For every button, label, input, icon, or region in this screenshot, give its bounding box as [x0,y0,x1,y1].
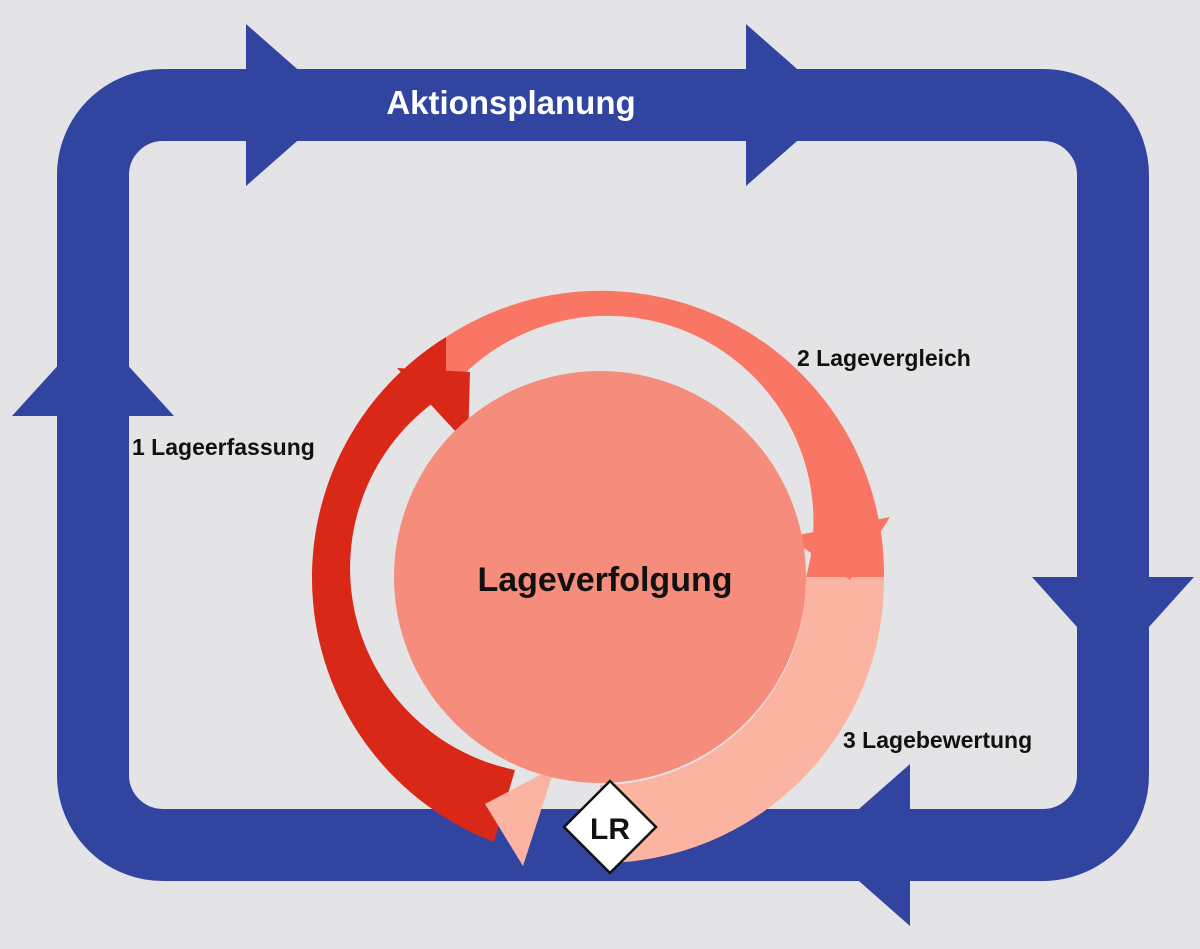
outer-loop-title: Aktionsplanung [386,84,635,121]
center-disc [394,371,806,783]
top-right-arrowhead [746,24,838,186]
inner-situation-tracking-cycle: Lageverfolgung LR [311,290,890,875]
arrowhead-lagebewertung [485,767,555,866]
ring-segment-lageerfassung [311,337,515,842]
ring-segment-lagebewertung [600,577,885,864]
lr-badge-diamond [562,779,658,875]
arrowhead-lagevergleich [788,517,890,580]
lr-badge: LR [562,779,658,875]
center-label: Lageverfolgung [477,561,732,599]
step-3-label: 3 Lagebewertung [843,727,1032,753]
lr-badge-label: LR [590,813,630,846]
ring-segment-lagevergleich [446,290,885,577]
step-1-label: 1 Lageerfassung [132,434,315,460]
right-down-arrowhead [1032,577,1194,667]
bottom-left-arrowhead [818,764,910,926]
top-left-arrowhead [246,24,338,186]
left-up-arrowhead [12,327,174,416]
arrowhead-lageerfassung [397,368,470,445]
step-2-label: 2 Lagevergleich [797,345,971,371]
